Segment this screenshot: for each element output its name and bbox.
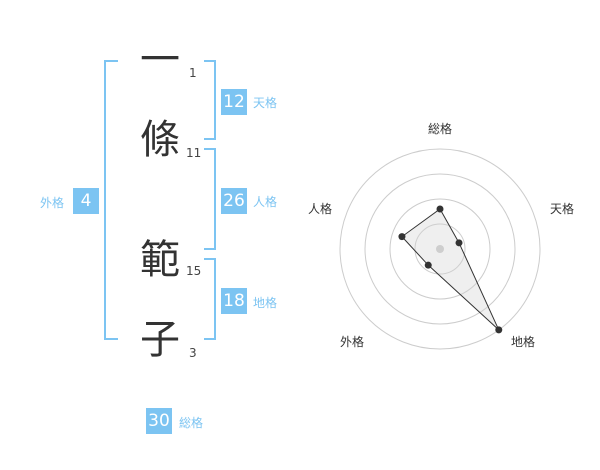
stroke-count-4: 3 (189, 346, 197, 360)
radar-center-dot (436, 245, 444, 253)
radar-axis-label-ten: 天格 (550, 202, 575, 216)
jin-bracket (204, 148, 216, 250)
radar-polygon (401, 208, 500, 331)
stroke-count-1: 1 (189, 66, 197, 80)
radar-axis-label-gai: 外格 (340, 335, 365, 349)
sou-kaku-label: 総格 (179, 416, 204, 430)
name-char-3: 範 (140, 237, 180, 283)
ten-bracket (204, 60, 216, 140)
radar-ring (389, 198, 491, 300)
ten-kaku-value: 12 (221, 89, 247, 115)
chi-bracket (204, 258, 216, 340)
radar-point-2 (495, 326, 503, 334)
name-char-2: 條 (140, 117, 180, 163)
stroke-count-2: 11 (186, 146, 202, 160)
radar-ring (339, 148, 541, 350)
gai-kaku-value: 4 (73, 188, 99, 214)
radar-point-1 (455, 239, 463, 247)
radar-ring (414, 223, 466, 275)
radar-ring (364, 173, 516, 325)
jin-kaku-label: 人格 (253, 195, 278, 209)
outer-bracket (104, 60, 118, 340)
name-char-1: 一 (140, 37, 180, 83)
sou-kaku-value: 30 (146, 408, 172, 434)
radar-point-4 (398, 233, 406, 241)
ten-kaku-label: 天格 (253, 96, 278, 110)
stroke-count-3: 15 (186, 264, 202, 278)
radar-axis-label-sou: 総格 (428, 122, 453, 136)
gai-kaku-label: 外格 (40, 196, 65, 210)
radar-axis-label-chi: 地格 (511, 335, 536, 349)
name-char-4: 子 (140, 317, 180, 363)
radar-axis-label-jin: 人格 (308, 202, 333, 216)
jin-kaku-value: 26 (221, 188, 247, 214)
chi-kaku-value: 18 (221, 288, 247, 314)
chi-kaku-label: 地格 (253, 296, 278, 310)
radar-point-3 (424, 261, 432, 269)
radar-point-0 (436, 205, 444, 213)
